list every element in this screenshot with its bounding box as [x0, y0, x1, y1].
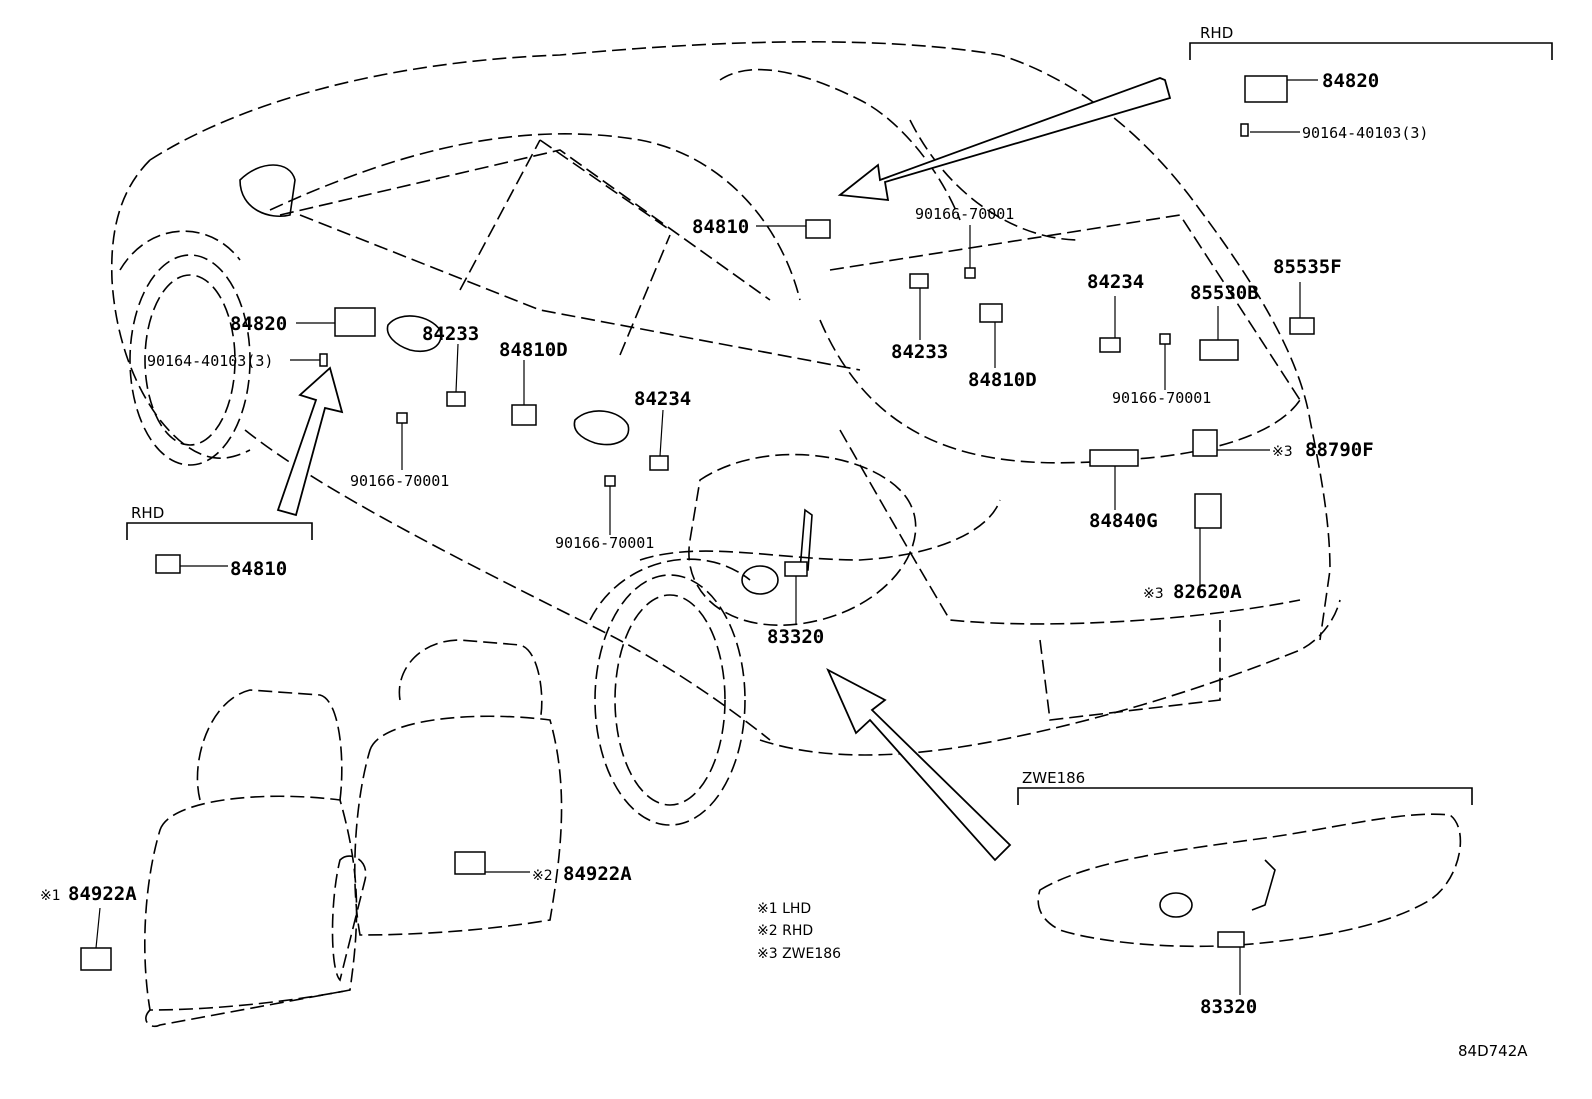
door-switch-rhd	[155, 554, 181, 574]
small-parts	[155, 75, 1315, 574]
label-84922a-lhd: 84922A	[68, 883, 137, 905]
fuel-tank-in-vehicle	[741, 508, 813, 595]
note-rhd: ※2 RHD	[757, 923, 813, 939]
note-zwe186: ※3 ZWE186	[757, 946, 841, 962]
door-switch-center	[805, 219, 831, 239]
mark-1-84922a: ※1	[40, 888, 61, 904]
vehicle-outline	[110, 41, 1341, 826]
relay-82620a	[1194, 493, 1222, 529]
door-switch-back	[979, 303, 1003, 323]
group-zwe186-title: ZWE186	[1022, 769, 1085, 787]
label-84922a-rhd: 84922A	[563, 863, 632, 885]
label-84233-front: 84233	[422, 323, 479, 345]
mark-2-84922a: ※2	[532, 868, 553, 884]
label-84810d-front: 84810D	[499, 339, 568, 361]
label-84820-left: 84820	[230, 313, 287, 335]
courtesy-switch-front	[446, 391, 466, 407]
arrow-to-rear-hatch	[837, 77, 1172, 202]
label-84810d-back: 84810D	[968, 369, 1037, 391]
bolt-back	[1159, 333, 1171, 345]
label-90166-front: 90166-70001	[350, 472, 449, 490]
label-83320-car: 83320	[767, 626, 824, 648]
zwe186-fuel-tank	[1037, 813, 1462, 948]
mark-3-82620a: ※3	[1143, 586, 1164, 602]
mark-3-88790f: ※3	[1272, 444, 1293, 460]
bolt-front	[396, 412, 408, 424]
label-84233-back: 84233	[891, 341, 948, 363]
label-90164-left: 90164-40103(3)	[147, 352, 273, 370]
luggage-lamp	[1199, 339, 1239, 361]
seat-sensor-rhd	[454, 851, 486, 875]
screw-rhd	[1240, 123, 1249, 137]
screw-left	[319, 353, 328, 367]
label-84840g: 84840G	[1089, 510, 1158, 532]
label-85535f: 85535F	[1273, 256, 1342, 278]
door-switch-front	[511, 404, 537, 426]
diagram-id: 84D742A	[1458, 1042, 1528, 1060]
bolt-center	[964, 267, 976, 279]
group-rhd-left-title: RHD	[131, 504, 164, 522]
sensor-88790f	[1192, 429, 1218, 457]
label-84234-front: 84234	[634, 388, 691, 410]
label-83320-tank: 83320	[1200, 996, 1257, 1018]
seat-sensor-lhd	[80, 947, 112, 971]
label-90166-lower: 90166-70001	[555, 534, 654, 552]
label-88790f: 88790F	[1305, 439, 1374, 461]
note-lhd: ※1 LHD	[757, 901, 811, 917]
label-84820-rhd: 84820	[1322, 70, 1379, 92]
label-82620a: 82620A	[1173, 581, 1242, 603]
group-rhd-top-title: RHD	[1200, 24, 1233, 42]
courtesy-switch-front-2	[649, 455, 669, 471]
room-lamp	[1289, 317, 1315, 335]
courtesy-switch-back	[909, 273, 929, 289]
label-85530b: 85530B	[1190, 282, 1259, 304]
label-84810-center: 84810	[692, 216, 749, 238]
rear-seats	[143, 639, 563, 1028]
courtesy-switch-back-2	[1099, 337, 1121, 353]
label-90166-back: 90166-70001	[1112, 389, 1211, 407]
fuel-sender-unit-zwe186	[1217, 931, 1245, 948]
group-brackets	[126, 42, 1553, 805]
label-90166-center: 90166-70001	[915, 205, 1014, 223]
window-switch-rhd	[1244, 75, 1288, 103]
window-switch-left	[334, 307, 376, 337]
arrow-to-zwe186-tank	[826, 667, 1012, 862]
fuel-sender-unit-car	[784, 561, 808, 577]
leader-lines	[95, 79, 1318, 995]
bolt-lower	[604, 475, 616, 487]
label-90164-rhd: 90164-40103(3)	[1302, 124, 1428, 142]
label-84234-back: 84234	[1087, 271, 1144, 293]
arrow-to-front-door	[276, 366, 344, 517]
switch-84840g	[1089, 449, 1139, 467]
label-84810-rhd: 84810	[230, 558, 287, 580]
